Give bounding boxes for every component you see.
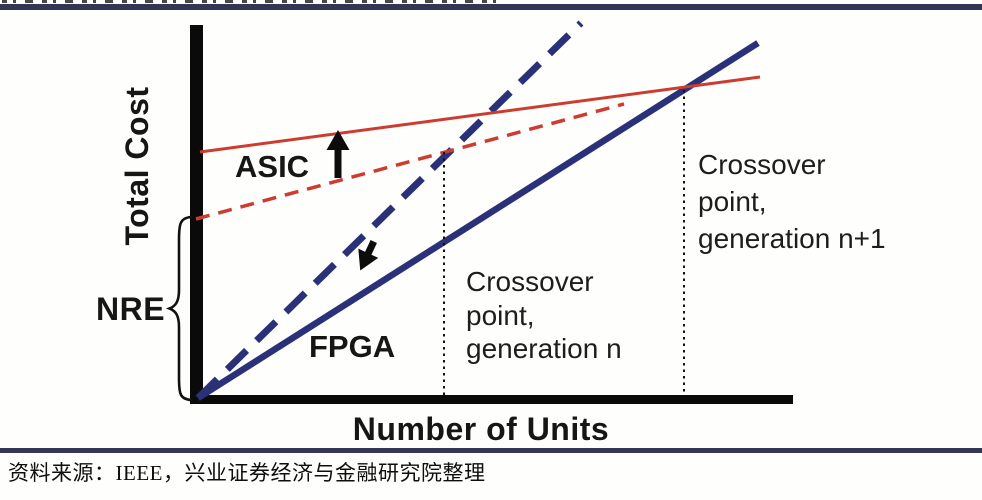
y-axis [190, 25, 203, 404]
asic-shift-up-arrow [326, 130, 350, 178]
x-axis-label: Number of Units [353, 411, 609, 447]
crossover-n1-line3: generation n+1 [698, 223, 886, 254]
crossover-n1-line2: point, [698, 186, 767, 217]
clipped-figure-title [2, 0, 502, 3]
y-axis-label: Total Cost [119, 86, 155, 245]
bottom-divider-rule [0, 448, 982, 453]
crossover-n1-line1: Crossover [698, 149, 826, 180]
crossover-gen-n1-annotation: Crossover point, generation n+1 [698, 149, 886, 254]
x-axis [190, 395, 793, 404]
nre-brace [165, 215, 193, 402]
crossover-n-line2: point, [466, 300, 535, 331]
fpga-gen-n1-solid-line [196, 40, 760, 401]
asic-gen-n-dashed-line [195, 102, 625, 221]
asic-series-label: ASIC [235, 149, 309, 184]
fpga-gen-n-dashed-line [195, 20, 584, 401]
crossover-gen-n-annotation: Crossover point, generation n [466, 266, 622, 364]
crossover-n-line3: generation n [466, 333, 622, 364]
asic-gen-n1-solid-line [199, 75, 761, 154]
fpga-series-label: FPGA [309, 329, 395, 364]
source-attribution: 资料来源：IEEE，兴业证券经济与金融研究院整理 [8, 461, 486, 485]
top-divider-rule [0, 4, 982, 10]
fpga-shift-down-arrow [358, 240, 379, 271]
crossover-n-line1: Crossover [466, 266, 594, 297]
nre-label: NRE [96, 291, 165, 327]
